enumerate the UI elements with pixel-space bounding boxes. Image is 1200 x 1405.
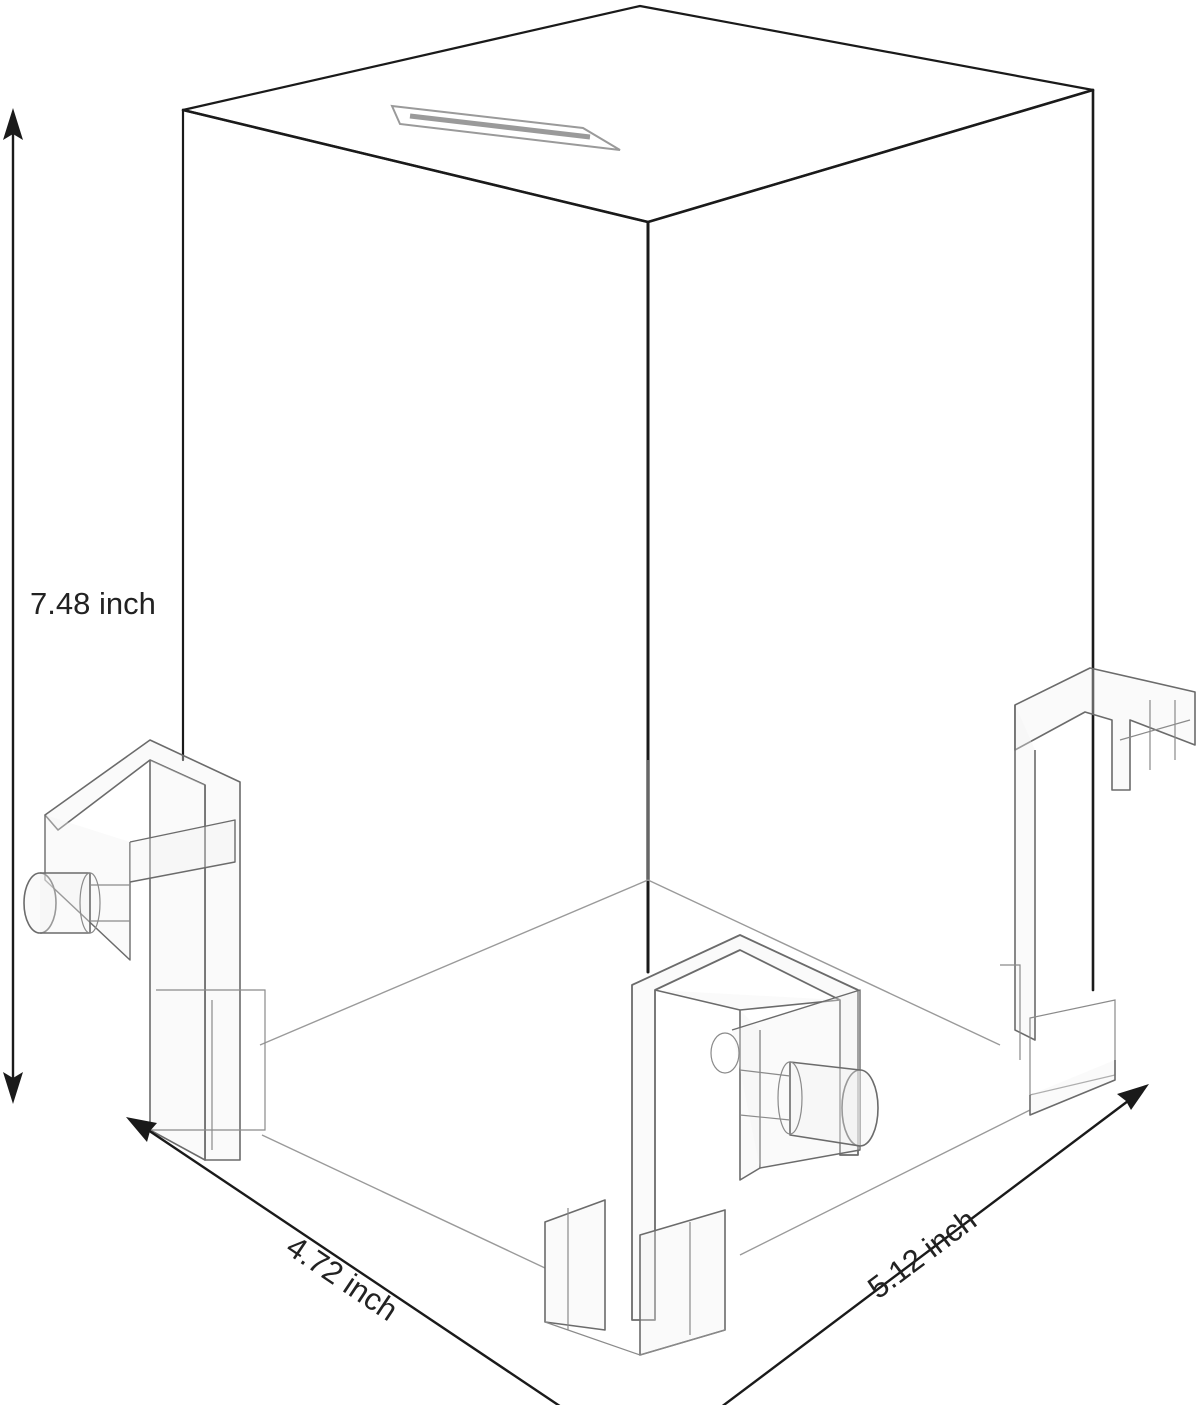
width-dimension-line bbox=[721, 1100, 1129, 1405]
cube-top-face bbox=[181, 4, 1095, 224]
width-label: 5.12 inch bbox=[861, 1202, 983, 1306]
front-clamp-knob bbox=[710, 1032, 879, 1147]
height-dimension: 7.48 inch bbox=[3, 108, 156, 1104]
depth-arrow-left bbox=[126, 1117, 157, 1142]
width-arrow-right bbox=[1117, 1084, 1149, 1110]
top-label-sticker bbox=[390, 104, 621, 151]
depth-label: 4.72 inch bbox=[280, 1229, 404, 1328]
right-clamp bbox=[1000, 667, 1196, 1116]
cube-base-edges bbox=[261, 1109, 1031, 1269]
height-label: 7.48 inch bbox=[30, 586, 156, 621]
height-arrow-bottom bbox=[3, 1072, 23, 1104]
front-clamp bbox=[544, 934, 879, 1356]
height-arrow-top bbox=[3, 108, 23, 140]
depth-dimension-line bbox=[147, 1129, 561, 1405]
acrylic-cube bbox=[181, 4, 1095, 1269]
left-clamp-knob bbox=[23, 872, 130, 934]
left-clamp bbox=[23, 739, 266, 1161]
cube-back-bottom-edges bbox=[259, 879, 1001, 1046]
cube-top-front-left bbox=[181, 88, 1095, 224]
width-dimension: 5.12 inch bbox=[721, 1084, 1149, 1405]
top-label-text-strip bbox=[409, 113, 591, 140]
